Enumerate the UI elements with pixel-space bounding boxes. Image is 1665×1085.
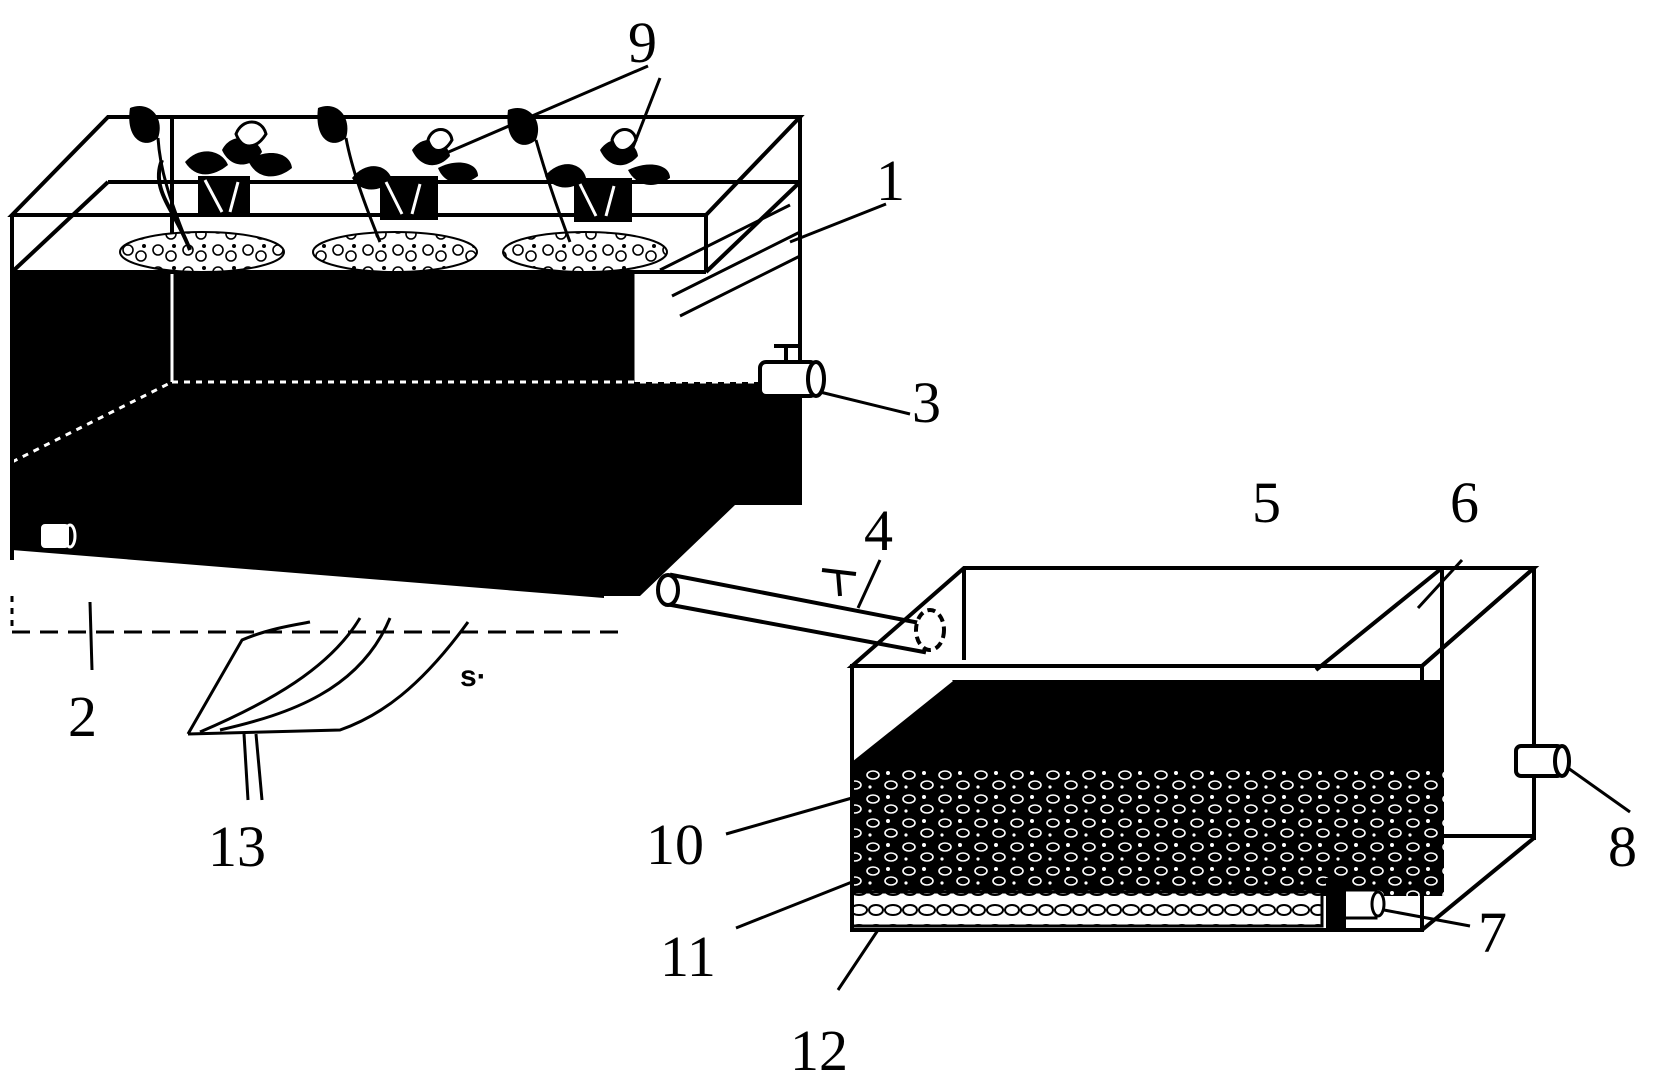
plant-group-1 [119, 106, 292, 273]
label-2: 2 [68, 684, 97, 749]
filter-tank [846, 566, 1540, 932]
outlet-valve-3 [758, 344, 826, 398]
label-10: 10 [646, 812, 704, 877]
label-9: 9 [628, 10, 657, 75]
label-12: 12 [790, 1018, 848, 1083]
labels: 9 1 3 4 5 6 2 13 8 10 7 11 12 s· [68, 10, 1637, 1083]
label-1: 1 [876, 148, 905, 213]
collection-bag-13 [186, 617, 470, 801]
label-11: 11 [660, 924, 716, 989]
leader-lines [88, 64, 1631, 991]
connecting-pipe-4 [656, 568, 946, 655]
label-3: 3 [912, 370, 941, 435]
label-5: 5 [1252, 470, 1281, 535]
label-6: 6 [1450, 470, 1479, 535]
label-4: 4 [864, 498, 893, 563]
outlet-valve-8 [1514, 744, 1571, 778]
drain-outlet-2 [41, 523, 77, 549]
label-s-mark: s· [460, 660, 487, 693]
label-8: 8 [1608, 814, 1637, 879]
label-7: 7 [1478, 900, 1507, 965]
label-13: 13 [208, 814, 266, 879]
plant-group-3 [502, 108, 670, 273]
plant-group-2 [312, 106, 478, 273]
